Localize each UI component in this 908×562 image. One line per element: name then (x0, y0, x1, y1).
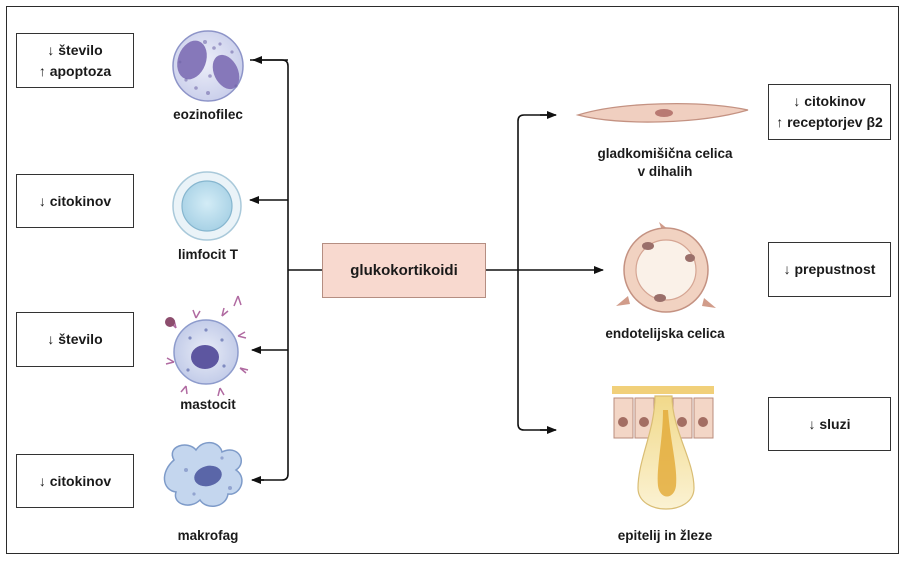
cell-label-mastocit: mastocit (148, 396, 268, 414)
mastocyte-illustration (165, 296, 248, 396)
effect-text: ↓ citokinov (39, 191, 111, 212)
effect-text: ↓ število (47, 40, 102, 61)
effect-text: ↓ prepustnost (784, 259, 876, 280)
effect-text: ↑ receptorjev β2 (776, 112, 883, 133)
effect-text: ↓ citokinov (39, 471, 111, 492)
cell-label-eozinofilec: eozinofilec (148, 106, 268, 124)
effect-box-endotelijska: ↓ prepustnost (768, 242, 891, 297)
right-trunk (518, 115, 554, 430)
effect-box-limfocit: ↓ citokinov (16, 174, 134, 228)
center-label: glukokortikoidi (350, 262, 458, 279)
effect-text: ↓ citokinov (793, 91, 865, 112)
cell-label-endotelijska: endotelijska celica (580, 325, 750, 343)
center-box-glukokortikoidi: glukokortikoidi (322, 243, 486, 298)
cell-label-gladkomisicna: gladkomišična celica v dihalih (580, 145, 750, 181)
macrophage-illustration (164, 443, 241, 507)
effect-box-makrofag: ↓ citokinov (16, 454, 134, 508)
eosinophil-illustration (172, 31, 244, 101)
effect-text: ↑ apoptoza (39, 61, 111, 82)
effect-box-eozinofilec: ↓ število ↑ apoptoza (16, 33, 134, 88)
smooth-muscle-cell-illustration (578, 104, 748, 122)
endothelial-cell-illustration (616, 222, 716, 312)
cell-label-makrofag: makrofag (148, 527, 268, 545)
cell-label-limfocit: limfocit T (148, 246, 268, 264)
cell-label-epitelij: epitelij in žleze (580, 527, 750, 545)
lymphocyte-illustration (173, 172, 241, 240)
epithelium-gland-illustration (612, 386, 714, 509)
effect-box-mastocit: ↓ število (16, 312, 134, 367)
effect-box-gladkomisicna: ↓ citokinov ↑ receptorjev β2 (768, 84, 891, 140)
effect-text: ↓ število (47, 329, 102, 350)
effect-box-epitelij: ↓ sluzi (768, 397, 891, 451)
effect-text: ↓ sluzi (808, 414, 850, 435)
